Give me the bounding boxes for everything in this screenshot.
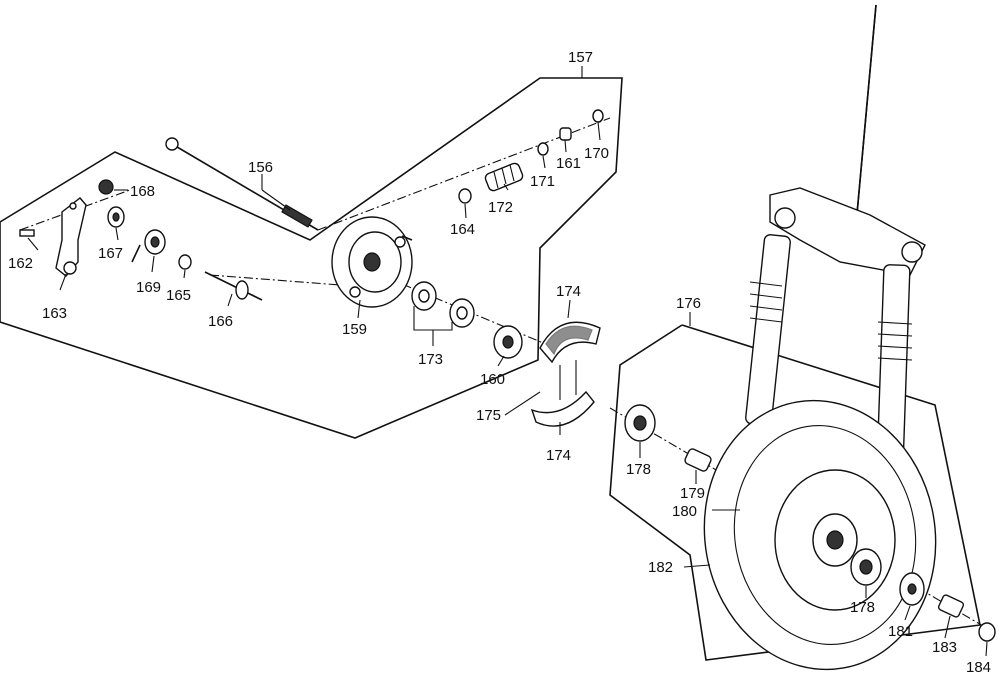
bushing-161 <box>559 127 572 141</box>
spacer-179 <box>684 448 712 472</box>
fork-spring-left <box>749 281 783 323</box>
washer-171 <box>537 142 549 156</box>
axle-bolt-156 <box>165 137 319 231</box>
label-162: 162 <box>8 255 33 272</box>
label-182: 182 <box>648 559 673 576</box>
label-166: 166 <box>208 313 233 330</box>
bearing-178-right <box>850 548 882 586</box>
axis-line-wheel <box>609 407 991 631</box>
washer-165 <box>178 254 192 270</box>
leader-lines <box>27 121 988 657</box>
brake-panel-159 <box>331 216 413 308</box>
label-161: 161 <box>556 155 581 172</box>
label-167: 167 <box>98 245 123 262</box>
brake-shoe-upper-174 <box>539 321 601 364</box>
label-160: 160 <box>480 371 505 388</box>
label-156: 156 <box>248 159 273 176</box>
spacer-183 <box>937 594 965 618</box>
label-179: 179 <box>680 485 705 502</box>
collar-181 <box>899 572 925 606</box>
label-169: 169 <box>136 279 161 296</box>
label-170: 170 <box>584 145 609 162</box>
springs-175 <box>559 360 577 400</box>
group-outline-176 <box>609 324 981 661</box>
label-159: 159 <box>342 321 367 338</box>
brake-shoe-lower-174 <box>530 390 595 427</box>
speedometer-gear-160 <box>493 325 523 359</box>
spring-169 <box>131 229 166 263</box>
label-174-lower: 174 <box>546 447 571 464</box>
label-174-upper: 174 <box>556 283 581 300</box>
label-176: 176 <box>676 295 701 312</box>
axis-line-166 <box>209 274 341 286</box>
label-157: 157 <box>568 49 593 66</box>
label-165: 165 <box>166 287 191 304</box>
label-178-left: 178 <box>626 461 651 478</box>
label-171: 171 <box>530 173 555 190</box>
nut-184 <box>978 622 996 642</box>
label-173: 173 <box>418 351 443 368</box>
washer-170 <box>592 109 604 123</box>
label-181: 181 <box>888 623 913 640</box>
bolt-162 <box>19 229 35 237</box>
label-180: 180 <box>672 503 697 520</box>
nut-164 <box>458 188 472 204</box>
indicator-167 <box>107 206 125 228</box>
bearing-178-left <box>624 404 656 442</box>
brake-arm-163 <box>55 197 87 277</box>
nut-168 <box>98 179 114 195</box>
fork-spring-right <box>877 321 913 361</box>
label-175: 175 <box>476 407 501 424</box>
label-178-right: 178 <box>850 599 875 616</box>
label-184: 184 <box>966 659 991 675</box>
label-168: 168 <box>130 183 155 200</box>
worm-gear-172 <box>484 162 524 192</box>
label-163: 163 <box>42 305 67 322</box>
wheel-hub-180 <box>774 469 896 611</box>
spacers-173 <box>411 281 475 328</box>
group-outline-157 <box>0 77 623 439</box>
label-172: 172 <box>488 199 513 216</box>
label-183: 183 <box>932 639 957 656</box>
label-164: 164 <box>450 221 475 238</box>
brake-cam-166 <box>204 271 263 301</box>
